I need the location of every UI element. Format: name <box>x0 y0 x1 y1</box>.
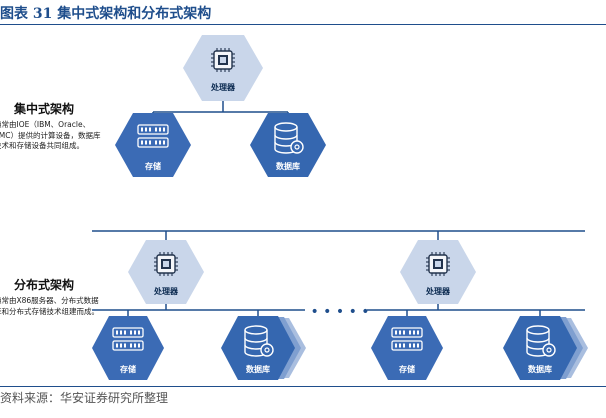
distributed-title: 分布式架构 <box>14 278 75 292</box>
ellipsis-dots: • • • • • <box>310 304 369 320</box>
database-label: 数据库 <box>246 364 270 374</box>
title-rule <box>0 24 606 25</box>
database-label: 数据库 <box>276 161 300 171</box>
source-note: 资料来源：华安证券研究所整理 <box>0 391 169 405</box>
centralized-title: 集中式架构 <box>14 102 75 116</box>
figure-title: 图表 31 集中式架构和分布式架构 <box>0 6 212 22</box>
distributed-processor-node-2: 处理器 <box>400 240 476 304</box>
database-label: 数据库 <box>528 364 552 374</box>
centralized-description: 通常由IOE（IBM、Oracle、EMC）提供的计算设备，数据库技术和存储设备… <box>0 120 101 150</box>
centralized-storage-node: 存储 <box>115 113 191 177</box>
storage-label: 存储 <box>144 161 161 171</box>
storage-label: 存储 <box>119 364 136 374</box>
distributed-processor-node-1: 处理器 <box>128 240 204 304</box>
processor-label: 处理器 <box>210 82 236 92</box>
centralized-processor-node: 处理器 <box>183 35 263 101</box>
distributed-description: 通常由X86服务器、分布式数据库和分布式存储技术组建而成。 <box>0 296 99 316</box>
distributed-storage-node-2: 存储 <box>371 316 443 380</box>
centralized-database-node: 数据库 <box>250 113 326 177</box>
cpu-chip-icon <box>210 47 236 73</box>
storage-label: 存储 <box>398 364 415 374</box>
distributed-connectors <box>92 230 585 316</box>
processor-label: 处理器 <box>425 286 451 296</box>
cpu-chip-icon <box>425 251 451 277</box>
distributed-storage-node-1: 存储 <box>92 316 164 380</box>
cpu-chip-icon <box>153 251 179 277</box>
distributed-database-node-2: 数据库 <box>503 316 588 380</box>
footer-rule <box>0 386 606 387</box>
processor-label: 处理器 <box>153 286 179 296</box>
distributed-database-node-1: 数据库 <box>221 316 306 380</box>
